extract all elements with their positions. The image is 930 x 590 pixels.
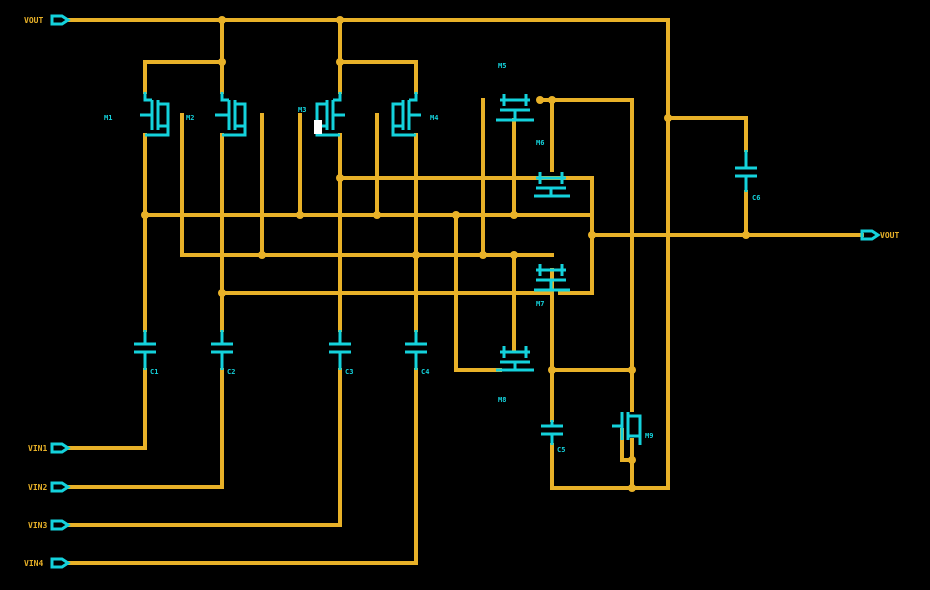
- pin-vout-top-label: VOUT: [24, 16, 43, 25]
- transistor-m1: M1: [104, 92, 170, 137]
- transistor-m5: M5: [496, 62, 534, 122]
- capacitor-c5-label: C5: [557, 446, 565, 454]
- transistor-m2-label: M2: [186, 114, 194, 122]
- pin-vin4-label: VIN4: [24, 559, 43, 568]
- capacitor-c5: C5: [541, 420, 565, 454]
- capacitor-c2: C2: [211, 330, 235, 376]
- transistor-m7: M7: [534, 264, 570, 308]
- pin-vin2: VIN2: [28, 481, 71, 493]
- pin-vout-right-label: VOUT: [880, 231, 899, 240]
- transistor-m7-label: M7: [536, 300, 544, 308]
- pin-vin1: VIN1: [28, 442, 71, 454]
- transistor-m3: M3: [298, 92, 345, 137]
- capacitor-c1: C1: [134, 330, 158, 376]
- capacitor-c2-label: C2: [227, 368, 235, 376]
- capacitor-c6-label: C6: [752, 194, 760, 202]
- capacitor-c6: C6: [735, 150, 760, 202]
- pin-vout-top: VOUT: [24, 14, 71, 26]
- transistor-m1-label: M1: [104, 114, 112, 122]
- transistor-m5-label: M5: [498, 62, 506, 70]
- transistor-m8-label: M8: [498, 396, 506, 404]
- transistor-m6-label: M6: [536, 139, 544, 147]
- transistor-m9: M9: [612, 412, 653, 445]
- capacitor-c4-label: C4: [421, 368, 429, 376]
- pin-vin4: VIN4: [24, 557, 71, 569]
- transistor-m4: M4: [391, 92, 438, 137]
- pin-vin1-label: VIN1: [28, 444, 47, 453]
- pin-vin3: VIN3: [28, 519, 71, 531]
- capacitor-c3: C3: [329, 330, 353, 376]
- transistor-m6: M6: [534, 139, 570, 198]
- transistor-m8: M8: [496, 346, 534, 404]
- transistor-m2: M2: [186, 92, 247, 137]
- capacitor-c4: C4: [405, 330, 429, 376]
- transistor-m4-label: M4: [430, 114, 438, 122]
- pin-vin2-label: VIN2: [28, 483, 47, 492]
- pin-vout-right: VOUT: [860, 229, 899, 241]
- capacitor-c3-label: C3: [345, 368, 353, 376]
- transistor-m9-label: M9: [645, 432, 653, 440]
- selection-marker: [314, 120, 322, 134]
- transistor-m3-label: M3: [298, 106, 306, 114]
- wire-net: [66, 18, 864, 565]
- junction-dots: [141, 16, 750, 492]
- capacitor-c1-label: C1: [150, 368, 158, 376]
- pin-vin3-label: VIN3: [28, 521, 47, 530]
